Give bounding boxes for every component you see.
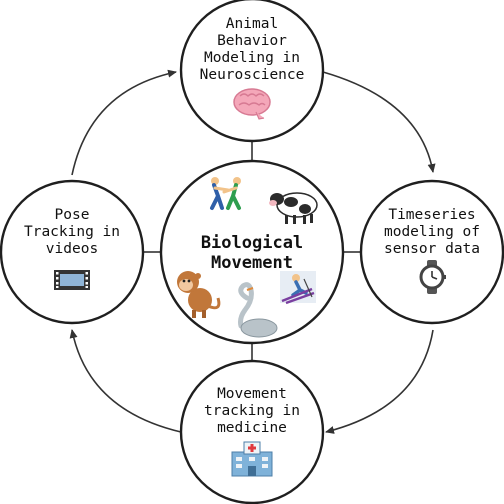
film-icon <box>54 270 90 290</box>
watch-icon <box>419 260 446 294</box>
swan-icon <box>238 282 278 338</box>
node-top-line-2: Behavior <box>217 33 287 49</box>
node-bottom-line-1: Movement <box>217 386 287 402</box>
node-biological-movement: Biological Movement <box>159 159 345 345</box>
arrow-top-to-right <box>322 71 436 173</box>
node-bottom-line-3: medicine <box>217 420 287 436</box>
wrestlers-icon <box>210 177 241 210</box>
skier-icon <box>280 271 316 305</box>
node-right-line-3: sensor data <box>384 241 480 257</box>
brain-icon <box>233 88 271 120</box>
node-top-line-3: Modeling in <box>204 50 300 66</box>
center-title-line-2: Movement <box>211 253 293 273</box>
arrow-right-to-bottom <box>325 329 434 434</box>
node-pose-tracking: Pose Tracking in videos <box>0 179 145 325</box>
center-title-line-1: Biological <box>201 233 303 253</box>
node-medicine: Movement tracking in medicine <box>179 359 325 504</box>
node-left-line-1: Pose <box>55 207 90 223</box>
hospital-icon <box>231 441 273 477</box>
node-animal-behavior: Animal Behavior Modeling in Neuroscience <box>179 0 325 143</box>
arrow-left-to-top <box>71 69 177 176</box>
node-left-line-2: Tracking in <box>24 224 120 240</box>
cow-icon <box>269 192 318 224</box>
node-right-line-2: modeling of <box>384 224 480 240</box>
node-top-line-4: Neuroscience <box>200 67 305 83</box>
monkey-icon <box>177 271 221 318</box>
node-bottom-line-2: tracking in <box>204 403 300 419</box>
arrow-bottom-to-left <box>69 329 182 433</box>
node-left-line-3: videos <box>46 241 98 257</box>
node-timeseries: Timeseries modeling of sensor data <box>359 179 504 325</box>
node-right-line-1: Timeseries <box>388 207 475 223</box>
node-top-line-1: Animal <box>226 16 278 32</box>
